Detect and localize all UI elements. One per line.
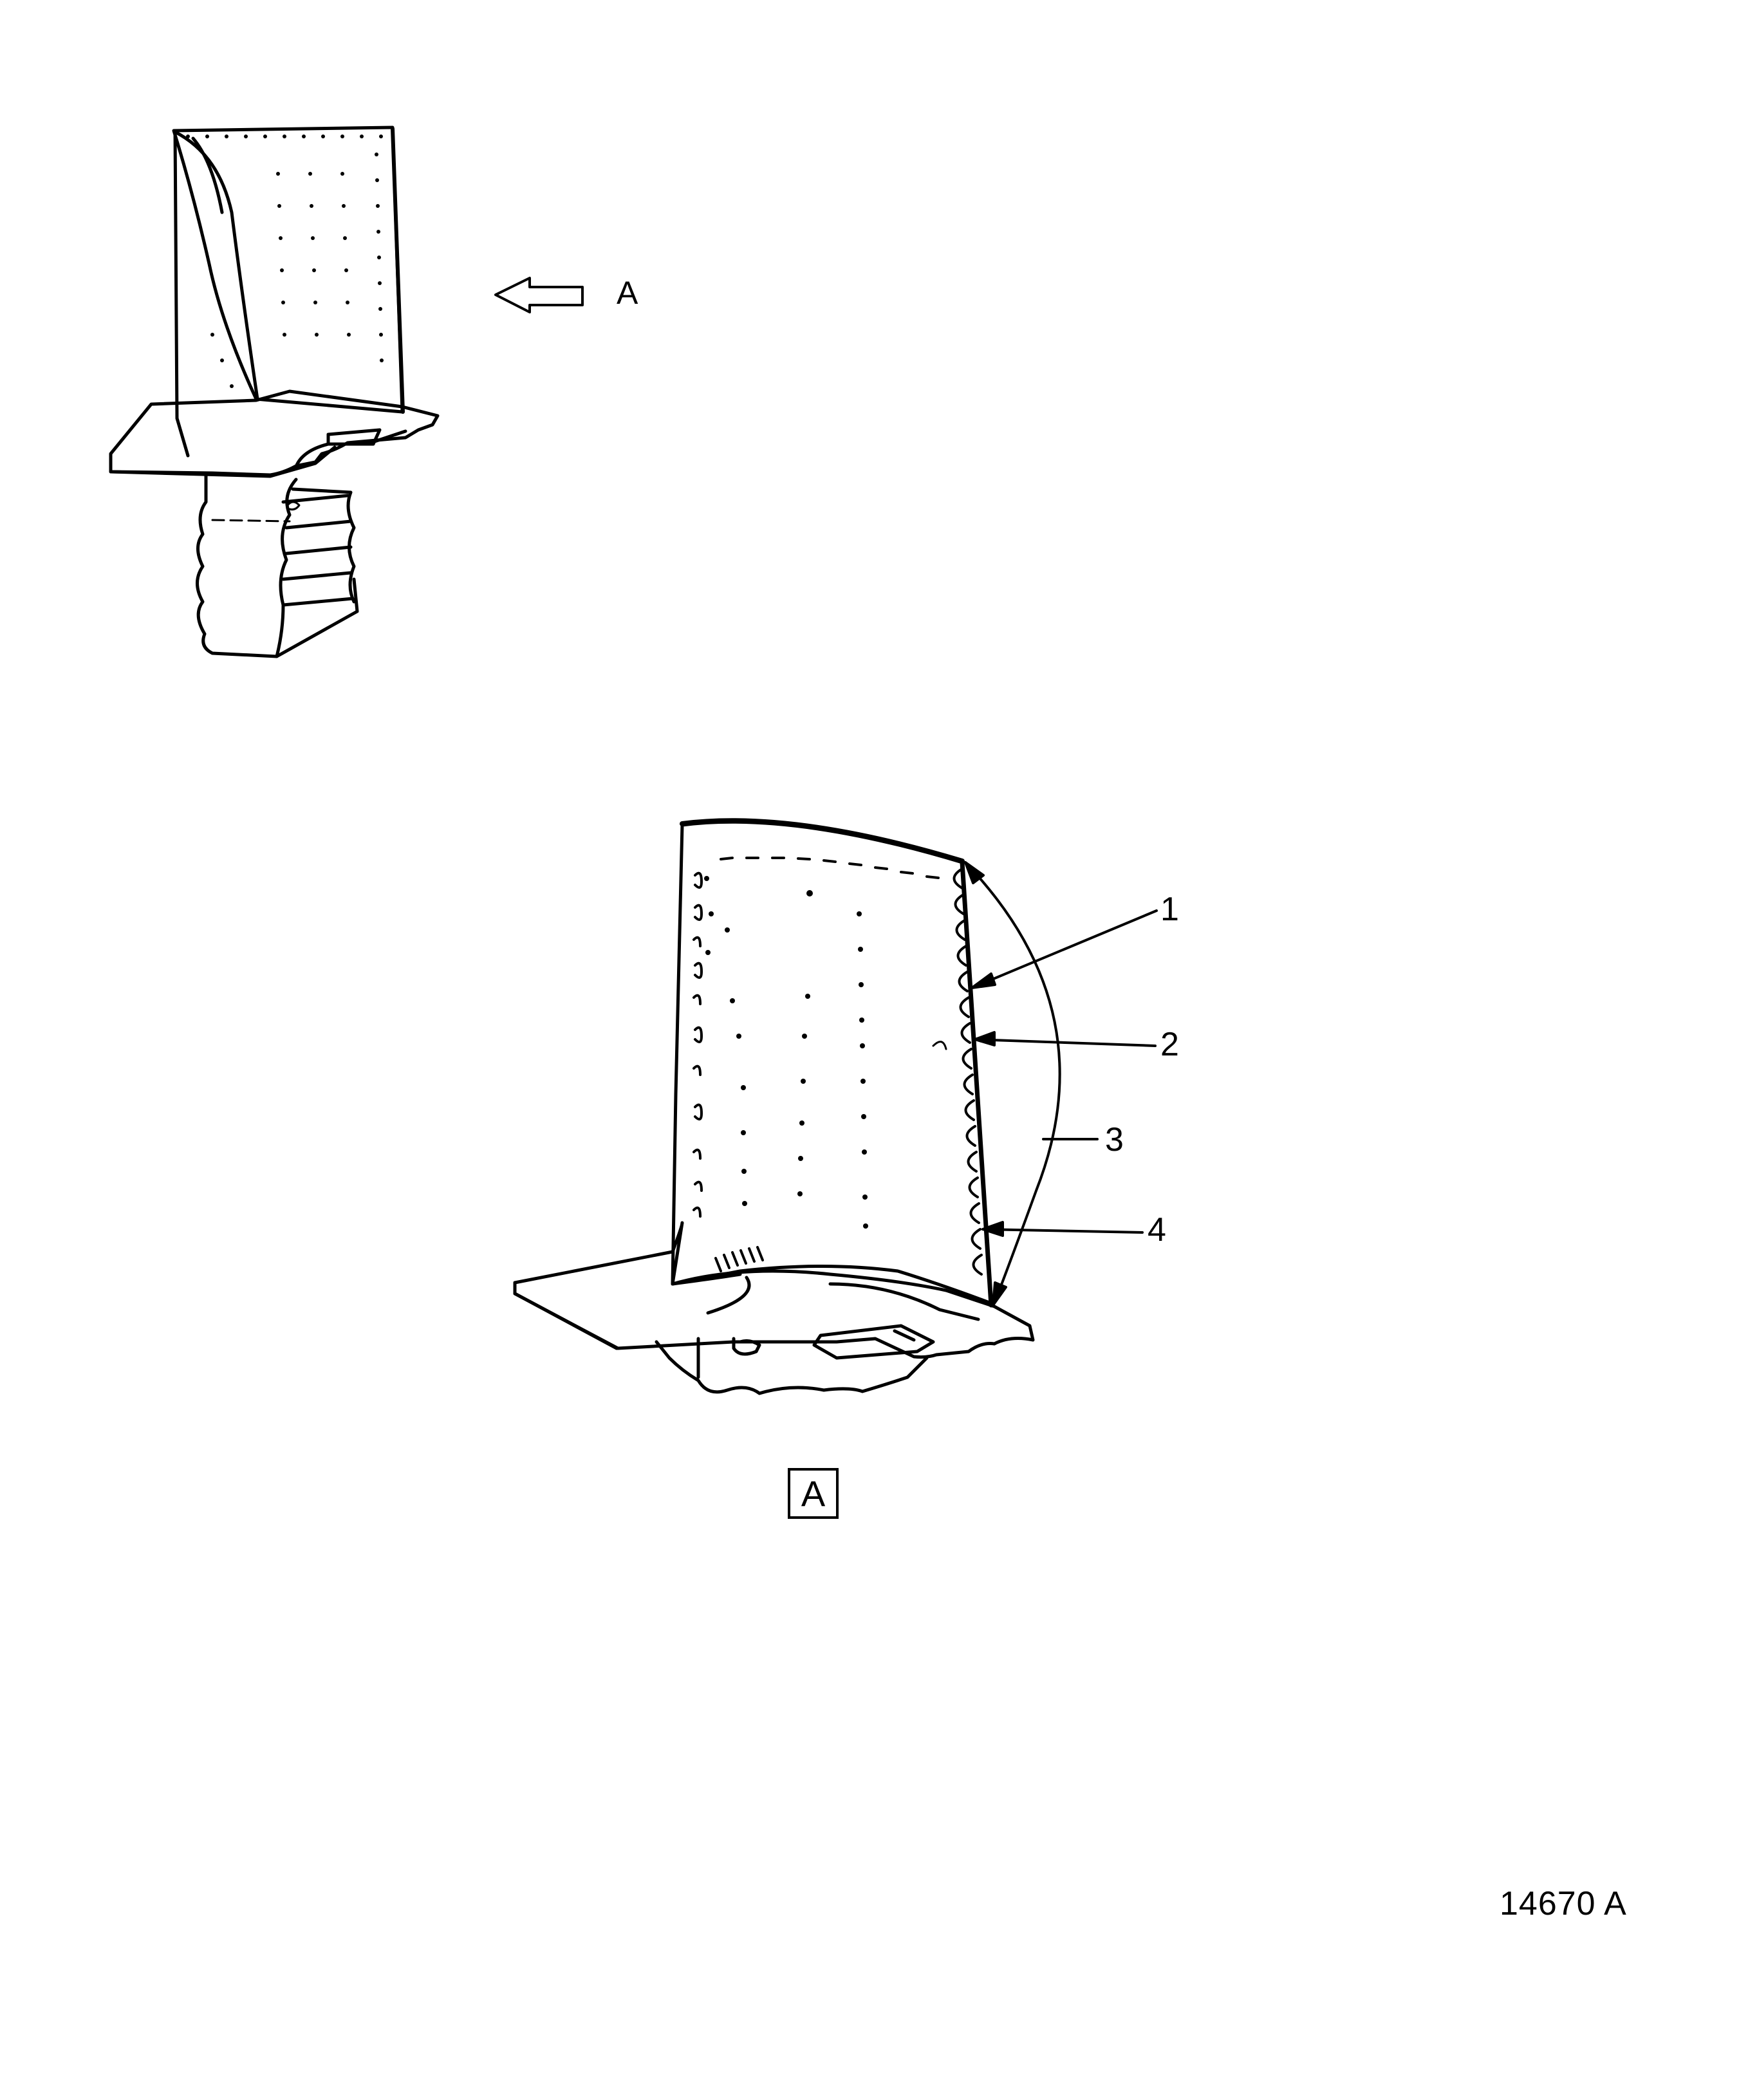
callout-number-2: 2 bbox=[1160, 1026, 1179, 1063]
arrowhead-1 bbox=[971, 972, 996, 989]
figure-reference-number: 14670 A bbox=[1500, 1885, 1627, 1922]
callout-leaders bbox=[964, 861, 1158, 1306]
leader-1 bbox=[971, 909, 1158, 989]
leader-4 bbox=[981, 1228, 1144, 1234]
arc-arrowhead-bottom bbox=[992, 1281, 1007, 1306]
arc-arrowhead-top bbox=[964, 861, 985, 884]
callout-number-1: 1 bbox=[1160, 891, 1179, 928]
callout-number-4: 4 bbox=[1148, 1211, 1166, 1249]
dimension-arc bbox=[964, 861, 1061, 1305]
detail-view-label: A bbox=[788, 1468, 839, 1519]
full-blade-view bbox=[109, 125, 440, 658]
callout-number-3: 3 bbox=[1105, 1121, 1124, 1158]
detail-view-letter: A bbox=[801, 1473, 826, 1514]
detail-blade-view bbox=[513, 818, 1035, 1395]
arrowhead-4 bbox=[981, 1221, 1004, 1237]
arrowhead-2 bbox=[974, 1031, 996, 1046]
leader-2 bbox=[974, 1038, 1157, 1047]
view-arrow-label: A bbox=[617, 275, 638, 311]
view-direction-arrow bbox=[494, 277, 584, 313]
